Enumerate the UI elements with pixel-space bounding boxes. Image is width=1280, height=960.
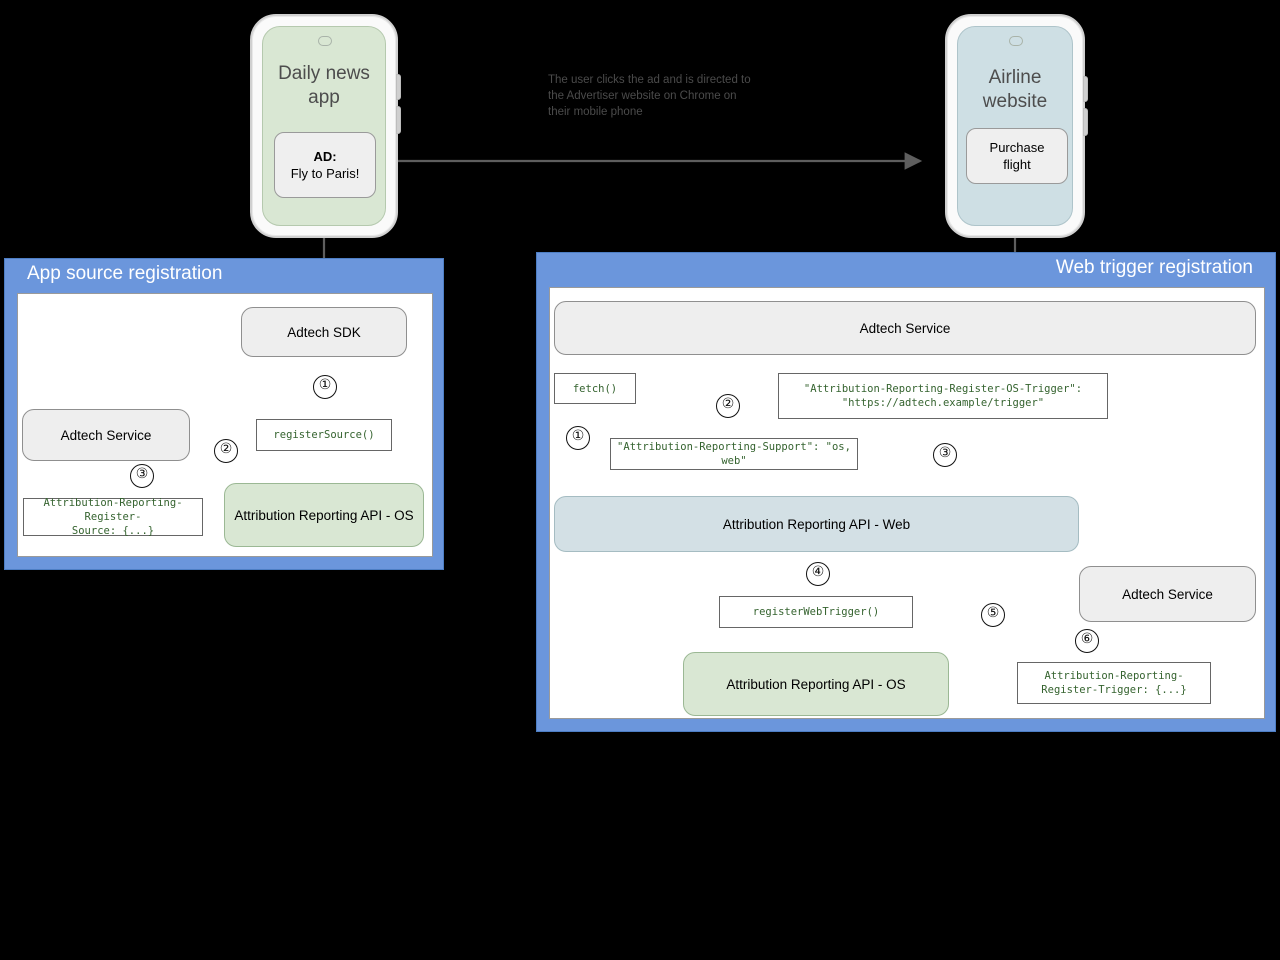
camera-icon [318, 36, 332, 46]
step-marker-right-5: ⑤ [981, 603, 1005, 627]
step-marker-left-3: ③ [130, 464, 154, 488]
step-marker-right-4: ④ [806, 562, 830, 586]
node-label: Attribution Reporting API - Web [722, 516, 911, 532]
code-text: registerSource() [273, 429, 375, 441]
node-adtech-service-left[interactable]: Adtech Service [22, 409, 190, 461]
phone-advertiser: Airline website Purchase flight [945, 14, 1088, 238]
code-register-source-header: Attribution-Reporting-Register- Source: … [23, 497, 203, 537]
step-marker-right-6: ⑥ [1075, 629, 1099, 653]
code-text: registerWebTrigger() [752, 606, 880, 618]
phone-publisher: Daily news app AD: Fly to Paris! [250, 14, 401, 238]
code-fetch: fetch() [554, 373, 636, 404]
panel-title-web-trigger: Web trigger registration [1055, 257, 1253, 278]
step-marker-left-1: ① [313, 375, 337, 399]
ad-card-label: AD: [313, 149, 337, 164]
node-label: Adtech SDK [287, 324, 361, 340]
code-text: "Attribution-Reporting-Support": "os, we… [617, 441, 851, 467]
code-register-trigger-header: Attribution-Reporting- Register-Trigger:… [1017, 662, 1211, 704]
step-marker-right-1: ① [566, 426, 590, 450]
node-adtech-service-right-bottom[interactable]: Adtech Service [1079, 566, 1256, 622]
step-marker-right-2: ② [716, 394, 740, 418]
phone-button-power-2[interactable] [1083, 108, 1088, 136]
node-label: Attribution Reporting API - OS [234, 507, 414, 523]
node-label: Adtech Service [60, 427, 152, 443]
purchase-card-line1: Purchase [989, 140, 1045, 155]
node-ara-os-right[interactable]: Attribution Reporting API - OS [683, 652, 949, 716]
flow-caption: The user clicks the ad and is directed t… [548, 74, 751, 118]
node-adtech-service-right-top[interactable]: Adtech Service [554, 301, 1256, 355]
code-text: Attribution-Reporting- Register-Trigger:… [1041, 670, 1187, 696]
phone-title-publisher: Daily news app [278, 63, 370, 108]
code-register-web-trigger: registerWebTrigger() [719, 596, 913, 628]
step-marker-left-2: ② [214, 439, 238, 463]
panel-title-app-source: App source registration [27, 263, 223, 284]
phone-button-power[interactable] [396, 106, 401, 134]
purchase-card-line2: flight [1003, 157, 1031, 172]
step-marker-right-3: ③ [933, 443, 957, 467]
node-label: Adtech Service [1122, 586, 1213, 602]
phone-button-volume[interactable] [396, 74, 401, 100]
purchase-flight-card[interactable]: Purchase flight [966, 128, 1068, 184]
node-adtech-sdk[interactable]: Adtech SDK [241, 307, 407, 357]
code-text: fetch() [572, 382, 618, 395]
phone-title-advertiser: Airline website [982, 67, 1048, 112]
node-label: Attribution Reporting API - OS [726, 676, 906, 692]
ad-card[interactable]: AD: Fly to Paris! [274, 132, 376, 198]
camera-icon-2 [1009, 36, 1023, 46]
code-text: "Attribution-Reporting-Register-OS-Trigg… [803, 383, 1083, 409]
phone-screen-advertiser [957, 26, 1073, 226]
node-label: Adtech Service [859, 320, 951, 336]
ad-card-text: Fly to Paris! [290, 166, 360, 181]
node-ara-os-left[interactable]: Attribution Reporting API - OS [224, 483, 424, 547]
node-ara-web[interactable]: Attribution Reporting API - Web [554, 496, 1079, 552]
code-register-source: registerSource() [256, 419, 392, 451]
code-os-trigger-header: "Attribution-Reporting-Register-OS-Trigg… [778, 373, 1108, 419]
code-text: Attribution-Reporting-Register- Source: … [43, 497, 183, 537]
code-support-header: "Attribution-Reporting-Support": "os, we… [610, 438, 858, 470]
phone-button-volume-2[interactable] [1083, 76, 1088, 102]
